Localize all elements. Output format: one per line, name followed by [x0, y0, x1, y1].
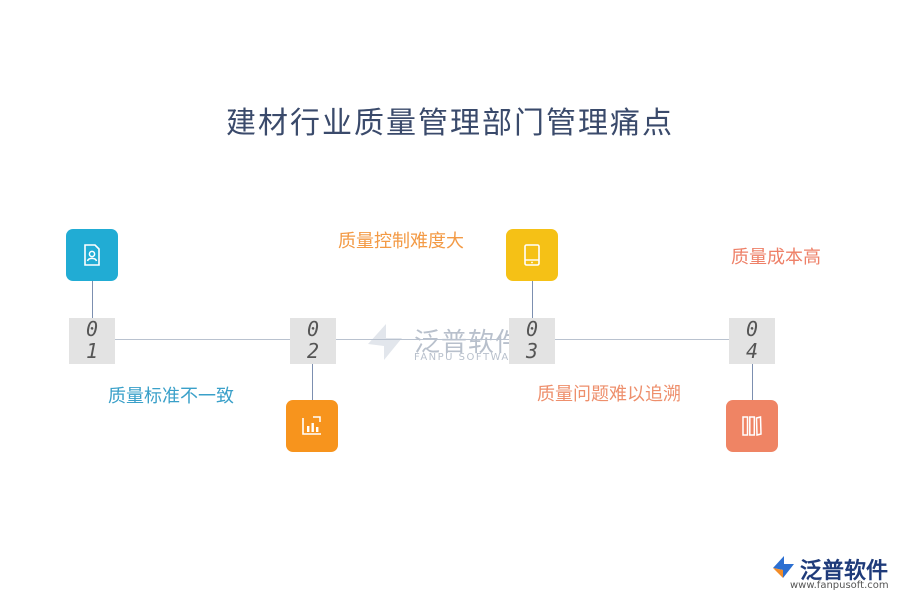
- connector-line-1: [92, 281, 93, 319]
- step-4-icon-tile: [726, 400, 778, 452]
- step-1-icon-tile: [66, 229, 118, 281]
- step-1-label: 质量标准不一致: [108, 386, 234, 407]
- connector-line-2: [312, 364, 313, 400]
- watermark-text: 泛普软件: [414, 328, 523, 358]
- connector-line-3: [532, 281, 533, 319]
- connector-line-4: [752, 364, 753, 400]
- fanpu-logo-icon: [773, 556, 794, 578]
- step-3-label: 质量问题难以追溯: [537, 384, 681, 405]
- document-user-icon: [84, 244, 100, 266]
- step-2-label: 质量控制难度大: [338, 231, 464, 252]
- watermark-subtext: FANPU SOFTWARE: [414, 352, 527, 363]
- diagram-title: 建材行业质量管理部门管理痛点: [226, 106, 674, 141]
- step-4-label: 质量成本高: [731, 247, 821, 268]
- logo-url: www.fanpusoft.com: [790, 580, 889, 591]
- bar-chart-icon: [302, 416, 321, 435]
- columns-icon: [742, 416, 762, 436]
- timeline-line: [92, 339, 754, 340]
- step-2-icon-tile: [286, 400, 338, 452]
- tablet-icon: [524, 244, 540, 266]
- step-3-icon-tile: [506, 229, 558, 281]
- logo-text: 泛普软件: [800, 559, 889, 584]
- watermark-logo-icon: [368, 324, 402, 360]
